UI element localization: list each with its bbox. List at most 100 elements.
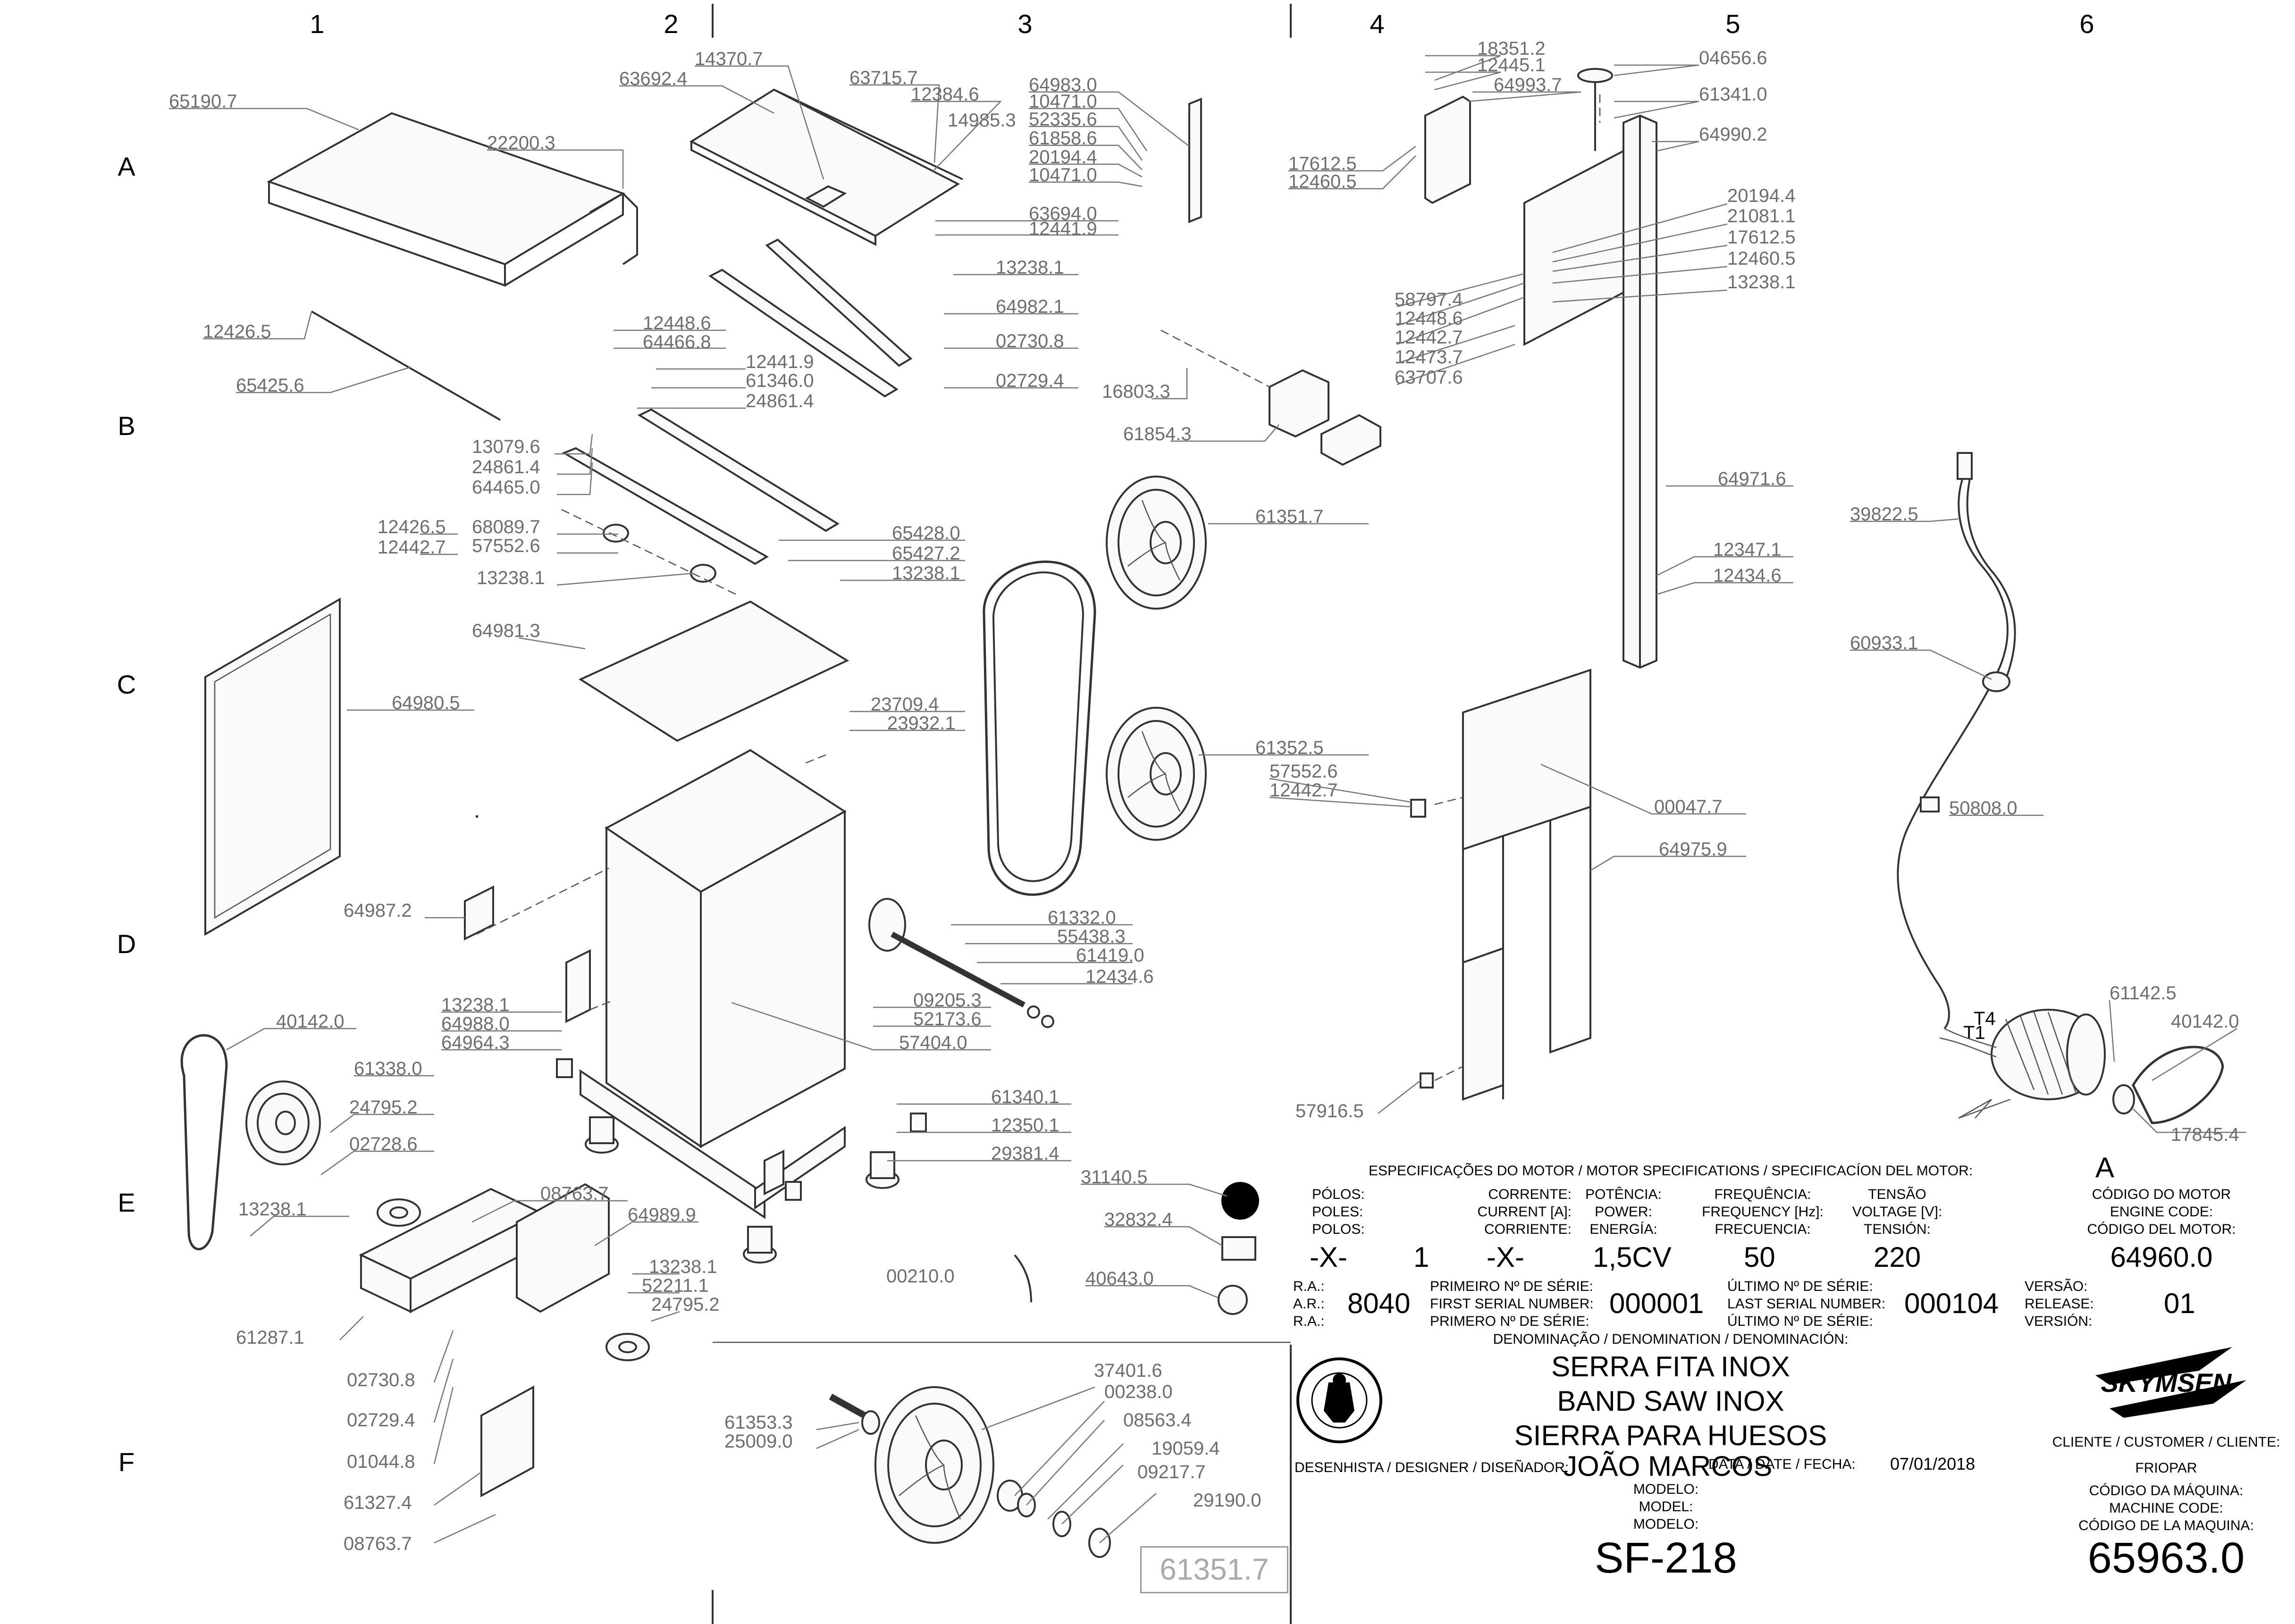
grid-column-3: 3 (1017, 9, 1032, 39)
last-serial-label-en: LAST SERIAL NUMBER: (1727, 1296, 1886, 1312)
callout: 63715.7 (849, 67, 918, 88)
callout: 63707.6 (1395, 367, 1463, 388)
callout: 61332.0 (1048, 907, 1116, 928)
callout: 12434.6 (1713, 565, 1782, 586)
callout: 52211.1 (642, 1275, 709, 1296)
model-label-es: MODELO: (1633, 1516, 1699, 1532)
callout: 09205.3 (913, 990, 982, 1011)
voltage-label-es: TENSIÓN: (1864, 1222, 1931, 1237)
callout: 64983.0 (1029, 75, 1097, 95)
callout: 64989.9 (628, 1205, 696, 1225)
machine-code-label-pt: CÓDIGO DA MÁQUINA: (2089, 1483, 2244, 1498)
wheel-cover (1462, 669, 1591, 851)
callout: 57552.6 (472, 536, 540, 556)
denomination-line-pt: SERRA FITA INOX (1551, 1351, 1790, 1382)
power-label-pt: POTÊNCIA: (1585, 1187, 1662, 1202)
rating-plate (1218, 1285, 1248, 1315)
callout: 58797.4 (1395, 289, 1463, 310)
authorized-service-seal (1296, 1357, 1382, 1443)
skymsen-logo: SKYMSEN (2095, 1347, 2246, 1418)
callout: 13238.1 (238, 1199, 307, 1220)
callout: 61346.0 (746, 370, 814, 391)
callout: 12441.9 (746, 352, 814, 372)
power-cord (1897, 476, 2009, 1030)
callout: 12448.6 (643, 313, 711, 334)
blade-guide-bar (1188, 98, 1202, 223)
grid-row-f: F (118, 1447, 135, 1477)
adjust-knob (1577, 68, 1613, 83)
callout: 01044.8 (347, 1451, 415, 1472)
callout: 00238.0 (1104, 1381, 1173, 1402)
callout: 61340.1 (991, 1087, 1059, 1107)
callout: 02730.8 (347, 1370, 415, 1390)
callout: 00210.0 (886, 1266, 955, 1287)
callout: 50808.0 (1949, 798, 2018, 819)
callout: 64990.2 (1699, 124, 1767, 145)
part-number-callouts: 65190.7 63692.4 14370.7 63715.7 12384.6 … (169, 38, 2239, 1554)
callout: 63692.4 (619, 68, 688, 89)
foot-pad (910, 1113, 927, 1132)
voltage-label-pt: TENSÃO (1868, 1187, 1926, 1202)
callout: 13238.1 (441, 995, 510, 1015)
callout: 61338.0 (354, 1058, 422, 1079)
callout: 39822.5 (1850, 504, 1918, 525)
callout: 13238.1 (649, 1256, 717, 1277)
callout: 08763.7 (540, 1183, 609, 1204)
retaining-ring (1052, 1511, 1071, 1537)
poles-label-en: POLES: (1312, 1204, 1363, 1220)
poles-label-pt: PÓLOS: (1312, 1187, 1365, 1202)
lower-wheel (1106, 707, 1207, 841)
callout: 02729.4 (996, 370, 1064, 391)
frequency-label-es: FRECUENCIA: (1715, 1222, 1811, 1237)
callout: 24861.4 (746, 391, 814, 411)
callout: 13238.1 (892, 563, 960, 584)
version-label-en: RELEASE: (2025, 1296, 2094, 1312)
callout: 10471.0 (1029, 91, 1097, 112)
leveling-foot-2 (743, 1226, 777, 1264)
zone-frame-lines (712, 4, 1292, 1624)
callout: 64988.0 (441, 1013, 510, 1034)
callout: 24795.2 (651, 1294, 720, 1315)
callout: 61854.3 (1123, 424, 1192, 444)
hinge-bracket (565, 949, 591, 1023)
switch-terminal (1920, 796, 1940, 812)
cutting-tool-arc (1014, 1254, 1032, 1303)
warning-label-sticker (1221, 1236, 1256, 1261)
callout: 64993.7 (1494, 75, 1562, 95)
callout: 29381.4 (991, 1143, 1059, 1164)
last-serial-label-es: ÚLTIMO Nº DE SÉRIE: (1727, 1314, 1873, 1329)
frequency-label-en: FREQUENCY [Hz]: (1702, 1204, 1824, 1220)
current-label-en: CURRENT [A]: (1477, 1204, 1572, 1220)
electric-motor (1991, 1009, 2135, 1114)
callout: 02730.8 (996, 331, 1064, 352)
callout: 19059.4 (1152, 1438, 1220, 1459)
engine-code-label-es: CÓDIGO DEL MOTOR: (2087, 1222, 2236, 1237)
frequency-label-pt: FREQUÊNCIA: (1714, 1187, 1811, 1202)
grid-row-b: B (118, 411, 135, 441)
cabinet-shelf (578, 600, 849, 742)
customer-label: CLIENTE / CUSTOMER / CLIENTE: (2052, 1434, 2280, 1450)
callout: 40142.0 (2171, 1011, 2239, 1032)
callout: 40142.0 (276, 1011, 345, 1032)
current-label-pt: CORRENTE: (1488, 1187, 1572, 1202)
table-rail-lower (708, 268, 899, 398)
callout: 20194.4 (1727, 185, 1796, 206)
grid-row-d: D (117, 929, 136, 959)
callout: 14370.7 (695, 49, 763, 69)
model-label-en: MODEL: (1639, 1499, 1693, 1515)
callout: 68089.7 (472, 517, 540, 537)
grid-column-4: 4 (1370, 9, 1384, 39)
callout: 64982.1 (996, 296, 1064, 317)
model-value: SF-218 (1595, 1534, 1737, 1582)
callout: 57552.6 (1269, 761, 1338, 782)
callout: 14985.3 (948, 110, 1016, 131)
machine-code-label-es: CÓDIGO DE LA MAQUINA: (2078, 1518, 2254, 1533)
callout: 13238.1 (1727, 272, 1796, 293)
first-serial-label-pt: PRIMEIRO Nº DE SÉRIE: (1430, 1279, 1594, 1294)
machine-code-value: 65963.0 (2087, 1534, 2245, 1582)
designer-label: DESENHISTA / DESIGNER / DISEÑADOR: (1295, 1460, 1569, 1475)
callout: 22200.3 (487, 133, 555, 153)
machine-code-label-en: MACHINE CODE: (2109, 1500, 2223, 1516)
drive-belt-left (180, 1034, 228, 1250)
grid-column-5: 5 (1725, 9, 1740, 39)
